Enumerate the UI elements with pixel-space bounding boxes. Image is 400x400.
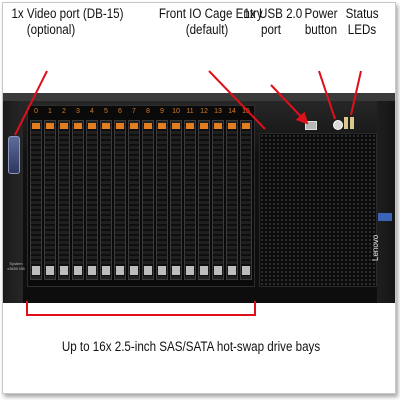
drive-bay[interactable] bbox=[184, 120, 196, 280]
front-io-cage-grille bbox=[259, 133, 377, 287]
drive-latch[interactable] bbox=[46, 123, 54, 129]
drive-latch[interactable] bbox=[158, 123, 166, 129]
drive-bay[interactable] bbox=[30, 120, 42, 280]
drive-label-tag bbox=[186, 266, 194, 275]
power-button-label: Power button bbox=[304, 6, 338, 38]
drive-latch[interactable] bbox=[60, 123, 68, 129]
drive-label-tag bbox=[214, 266, 222, 275]
usb-port-label: 1x USB 2.0 port bbox=[243, 6, 303, 38]
drive-bay[interactable] bbox=[58, 120, 70, 280]
power-button bbox=[333, 120, 343, 130]
drive-bay[interactable] bbox=[128, 120, 140, 280]
bay-number: 10 bbox=[172, 108, 180, 115]
bay-number: 1 bbox=[48, 108, 52, 115]
drive-latch[interactable] bbox=[32, 123, 40, 129]
drive-latch[interactable] bbox=[144, 123, 152, 129]
drive-bays-bracket bbox=[26, 301, 256, 316]
bay-number: 8 bbox=[146, 108, 150, 115]
drive-latch[interactable] bbox=[102, 123, 110, 129]
drive-bay[interactable] bbox=[72, 120, 84, 280]
drive-label-tag bbox=[144, 266, 152, 275]
drive-bay[interactable] bbox=[114, 120, 126, 280]
bay-number: 6 bbox=[118, 108, 122, 115]
drive-bay[interactable] bbox=[86, 120, 98, 280]
bay-number: 3 bbox=[76, 108, 80, 115]
drive-label-tag bbox=[74, 266, 82, 275]
video-port-label-line2: (optional) bbox=[26, 22, 76, 37]
bay-number: 9 bbox=[160, 108, 164, 115]
drive-bay[interactable] bbox=[240, 120, 252, 280]
drive-latch[interactable] bbox=[228, 123, 236, 129]
release-tab bbox=[378, 213, 392, 221]
drive-latch[interactable] bbox=[88, 123, 96, 129]
front-io-label: Front IO Cage Entry (default) bbox=[158, 6, 263, 38]
brand-logo: Lenovo bbox=[371, 234, 380, 261]
drive-latch[interactable] bbox=[214, 123, 222, 129]
drive-latch[interactable] bbox=[200, 123, 208, 129]
drive-bay[interactable] bbox=[100, 120, 112, 280]
bay-number: 13 bbox=[214, 108, 222, 115]
usb-port-label-line1: 1x USB 2.0 bbox=[243, 6, 303, 21]
power-button-label-line1: Power bbox=[304, 6, 338, 21]
drive-latch[interactable] bbox=[74, 123, 82, 129]
bay-number: 14 bbox=[228, 108, 236, 115]
bay-number: 15 bbox=[242, 108, 250, 115]
drive-label-tag bbox=[46, 266, 54, 275]
left-rack-ear: System x3650 M5 bbox=[3, 101, 25, 303]
drive-label-tag bbox=[200, 266, 208, 275]
bay-number: 11 bbox=[186, 108, 194, 115]
drive-bay[interactable] bbox=[142, 120, 154, 280]
drive-label-tag bbox=[130, 266, 138, 275]
drive-label-tag bbox=[116, 266, 124, 275]
drive-bay[interactable] bbox=[212, 120, 224, 280]
diagram-frame: 1x Video port (DB-15) (optional) Front I… bbox=[2, 2, 396, 394]
drive-label-tag bbox=[228, 266, 236, 275]
status-leds-label: Status LEDs bbox=[346, 6, 379, 38]
bay-number: 4 bbox=[90, 108, 94, 115]
front-io-label-line1: Front IO Cage Entry bbox=[158, 6, 263, 21]
drive-bays-label: Up to 16x 2.5-inch SAS/SATA hot-swap dri… bbox=[61, 339, 321, 354]
right-rack-ear bbox=[377, 101, 395, 303]
status-leds-label-line1: Status bbox=[345, 6, 379, 21]
drive-bay[interactable] bbox=[170, 120, 182, 280]
drive-label-tag bbox=[158, 266, 166, 275]
status-led-1 bbox=[344, 117, 348, 129]
drive-latch[interactable] bbox=[130, 123, 138, 129]
drive-bay[interactable] bbox=[226, 120, 238, 280]
model-label: System x3650 M5 bbox=[7, 261, 25, 271]
drive-label-tag bbox=[88, 266, 96, 275]
drive-latch[interactable] bbox=[116, 123, 124, 129]
drive-latch[interactable] bbox=[186, 123, 194, 129]
usb-port bbox=[305, 121, 317, 130]
bay-number: 7 bbox=[132, 108, 136, 115]
usb-port-label-line2: port bbox=[260, 22, 281, 37]
bay-number: 12 bbox=[200, 108, 208, 115]
drive-label-tag bbox=[102, 266, 110, 275]
drive-label-tag bbox=[242, 266, 250, 275]
video-port-label: 1x Video port (DB-15) (optional) bbox=[11, 6, 124, 38]
drive-bay[interactable] bbox=[44, 120, 56, 280]
power-button-label-line2: button bbox=[304, 22, 338, 37]
bay-number: 0 bbox=[34, 108, 38, 115]
drive-latch[interactable] bbox=[242, 123, 250, 129]
bay-number: 5 bbox=[104, 108, 108, 115]
front-io-label-line2: (default) bbox=[185, 22, 229, 37]
bay-number: 2 bbox=[62, 108, 66, 115]
drive-label-tag bbox=[60, 266, 68, 275]
drive-label-tag bbox=[32, 266, 40, 275]
status-led-2 bbox=[350, 117, 354, 129]
drive-bay[interactable] bbox=[156, 120, 168, 280]
video-port-label-line1: 1x Video port (DB-15) bbox=[11, 6, 124, 21]
video-port bbox=[8, 136, 20, 174]
drive-latch[interactable] bbox=[172, 123, 180, 129]
status-leds-label-line2: LEDs bbox=[347, 22, 377, 37]
top-rail bbox=[3, 93, 395, 101]
drive-label-tag bbox=[172, 266, 180, 275]
drive-bay[interactable] bbox=[198, 120, 210, 280]
